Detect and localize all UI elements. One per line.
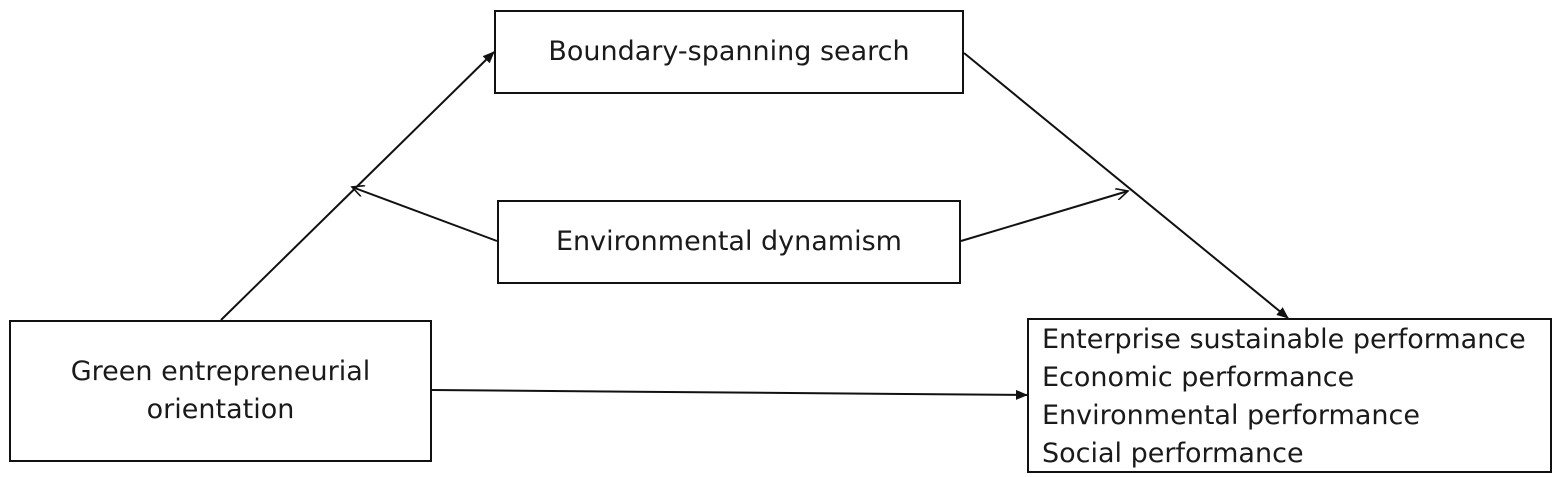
arrow-search-to-performance <box>963 52 1289 319</box>
arrow-orientation-to-performance <box>431 389 1028 400</box>
environmental-dynamism-label: Environmental dynamism <box>556 226 902 257</box>
environmental-dynamism-box: Environmental dynamism <box>497 200 961 284</box>
boundary-spanning-search-box: Boundary-spanning search <box>494 10 964 94</box>
green-orientation-line: Green entrepreneurial <box>70 356 371 387</box>
arrow-orientation-to-search <box>220 51 495 321</box>
enterprise-sustainable-performance-box: Enterprise sustainable performance Econo… <box>1027 318 1552 473</box>
performance-line-environmental: Environmental performance <box>1042 400 1420 431</box>
green-entrepreneurial-orientation-box: Green entrepreneurial orientation <box>9 320 432 462</box>
moderation-arrow-right <box>960 191 1128 242</box>
boundary-spanning-search-label: Boundary-spanning search <box>548 36 910 67</box>
performance-line-social: Social performance <box>1042 438 1304 469</box>
green-orientation-line: orientation <box>146 394 295 425</box>
performance-line-sustainable: Enterprise sustainable performance <box>1042 324 1526 355</box>
moderation-arrow-left <box>352 187 498 242</box>
performance-line-economic: Economic performance <box>1042 362 1355 393</box>
